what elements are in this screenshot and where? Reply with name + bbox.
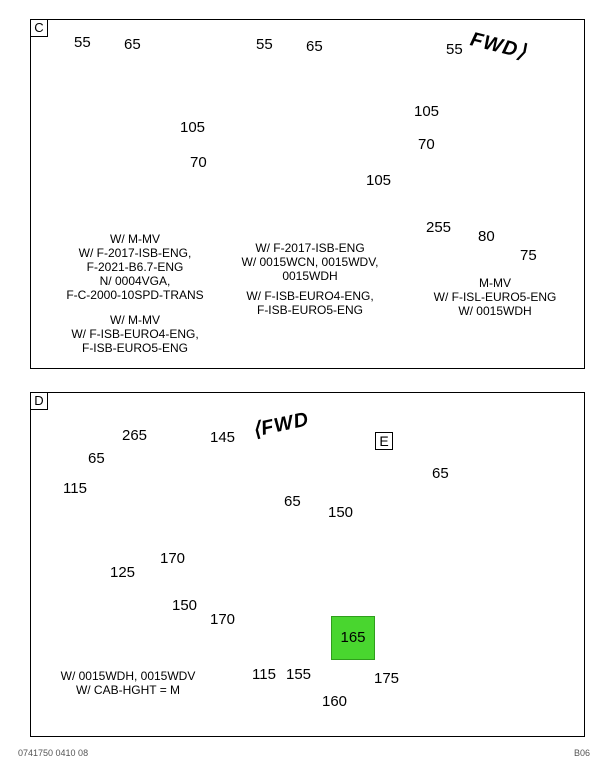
caption-line: W/ M-MV [110,232,160,246]
caption-line: M-MV [479,276,511,290]
callout-d-115: 115 [63,480,87,497]
caption-line: W/ CAB-HGHT = M [75,683,181,697]
callout-c3-105: 105 [414,103,440,120]
footer-page-ref: B06 [574,748,591,758]
callout-c1-105: 105 [180,119,206,136]
callout-c1-55: 55 [74,34,91,51]
caption-c2-b: W/ F-ISB-EURO4-ENG, F-ISB-EURO5-ENG [225,289,395,317]
callout-c1-70: 70 [190,154,207,171]
view-e-label: E [375,432,393,450]
caption-line: W/ F-2017-ISB-ENG [255,241,365,255]
callout-c1-65: 65 [124,36,141,53]
caption-line: N/ 0004VGA, [99,274,171,288]
callout-d-65: 65 [88,450,105,467]
callout-c3-75: 75 [520,247,537,264]
caption-c1-b: W/ M-MV W/ F-ISB-EURO4-ENG, F-ISB-EURO5-… [50,313,220,355]
caption-line: W/ M-MV [110,313,160,327]
callout-d-150b: 150 [328,504,354,521]
caption-line: W/ F-ISL-EURO5-ENG [433,290,557,304]
callout-d-160: 160 [322,693,348,710]
callout-d-175: 175 [374,670,400,687]
caption-line: W/ 0015WDH, 0015WDV [60,669,196,683]
callout-c3-80: 80 [478,228,495,245]
callout-d-150: 150 [172,597,198,614]
callout-d-170: 170 [160,550,186,567]
panel-c: C [30,19,585,369]
panel-c-tag: C [31,20,48,37]
caption-line: W/ F-2017-ISB-ENG, [78,246,192,260]
caption-line: W/ 0015WDH [458,304,532,318]
caption-line: F-ISB-EURO5-ENG [81,341,188,355]
callout-c2-105: 105 [366,172,392,189]
caption-c2-a: W/ F-2017-ISB-ENG W/ 0015WCN, 0015WDV, 0… [225,241,395,283]
caption-line: F-2021-B6.7-ENG [86,260,184,274]
callout-d-145: 145 [210,429,236,446]
caption-line: W/ F-ISB-EURO4-ENG, [246,289,374,303]
panel-d-tag: D [31,393,48,410]
caption-line: W/ F-ISB-EURO4-ENG, [71,327,199,341]
callout-c3-55: 55 [446,41,463,58]
callout-c3-255: 255 [426,219,452,236]
caption-c1-a: W/ M-MV W/ F-2017-ISB-ENG, F-2021-B6.7-E… [50,232,220,302]
callout-c2-55: 55 [256,36,273,53]
callout-d-65b: 65 [284,493,301,510]
panel-d: D [30,392,585,737]
callout-d-115b: 115 [252,666,276,683]
callout-c3-70: 70 [418,136,435,153]
caption-line: F-C-2000-10SPD-TRANS [66,288,204,302]
callout-c2-65: 65 [306,38,323,55]
footer-doc-number: 0741750 0410 08 [18,748,89,758]
highlight-label: 165 [340,629,366,646]
caption-line: 0015WDH [282,269,338,283]
callout-d-265: 265 [122,427,148,444]
caption-line: W/ 0015WCN, 0015WDV, [241,255,379,269]
caption-line: F-ISB-EURO5-ENG [256,303,363,317]
caption-d: W/ 0015WDH, 0015WDV W/ CAB-HGHT = M [48,669,208,697]
callout-d-65c: 65 [432,465,449,482]
callout-d-125: 125 [110,564,136,581]
highlight-165[interactable]: 165 [331,616,375,660]
caption-c3: M-MV W/ F-ISL-EURO5-ENG W/ 0015WDH [420,276,570,318]
callout-d-170b: 170 [210,611,236,628]
callout-d-155: 155 [286,666,312,683]
